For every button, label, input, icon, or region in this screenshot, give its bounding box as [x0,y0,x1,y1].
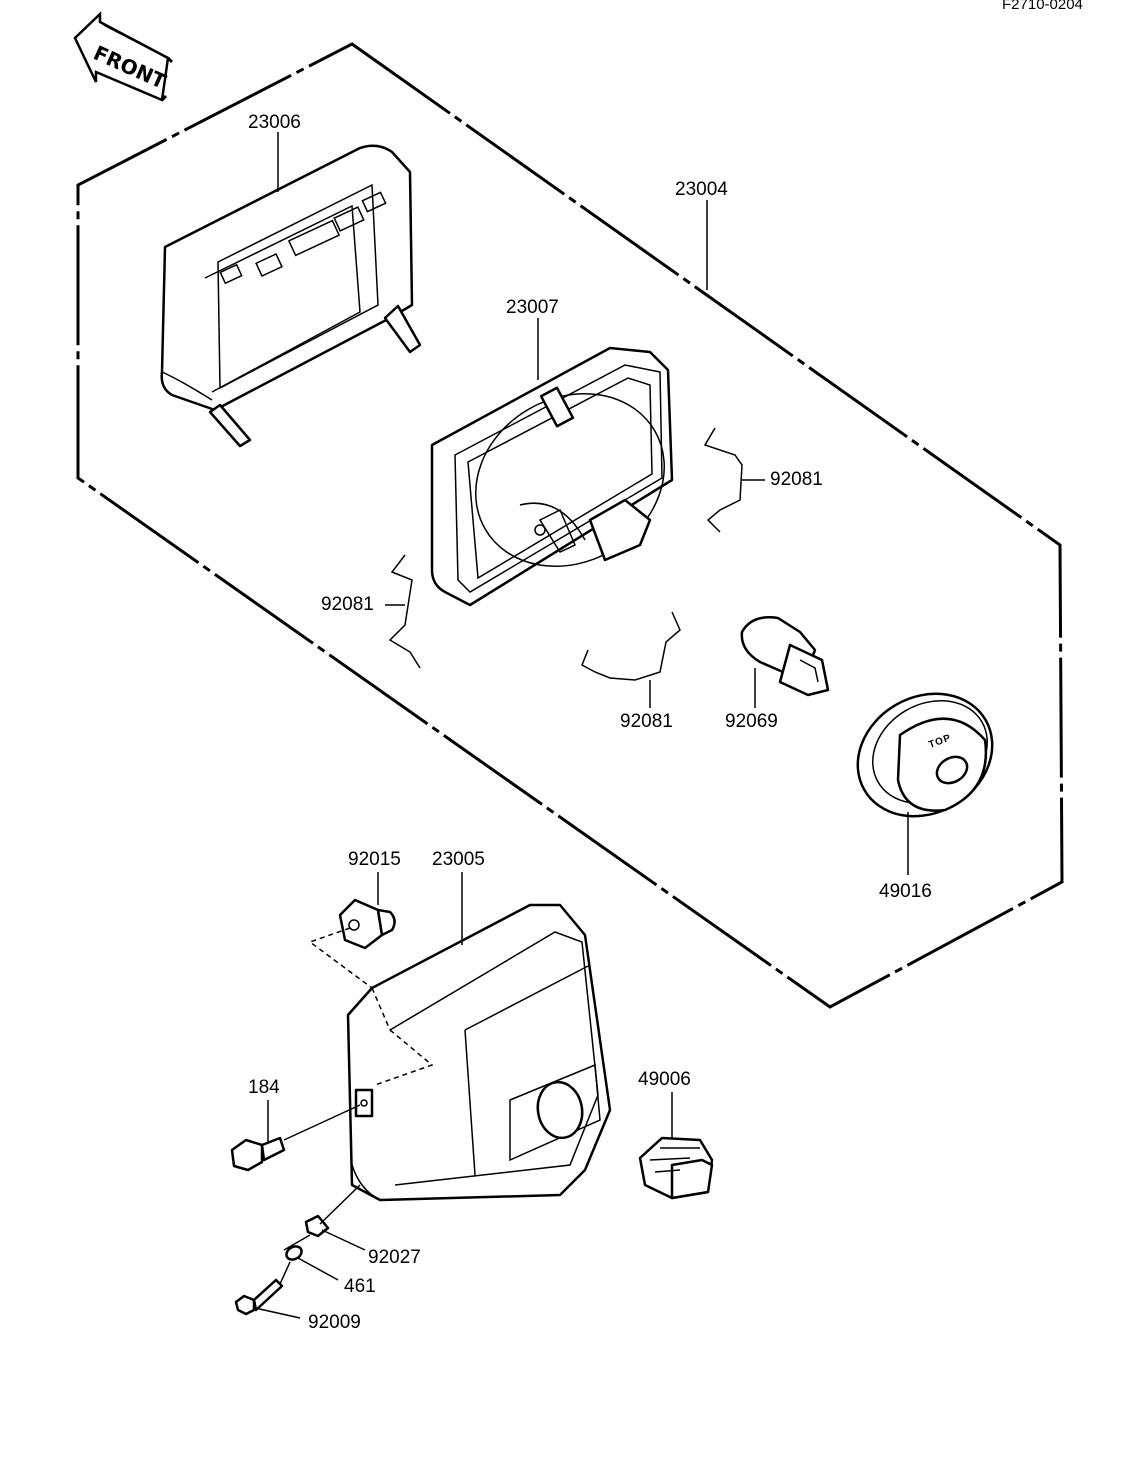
label-23007: 23007 [506,297,559,318]
spring-clip-right [703,427,743,533]
nut-mounting-guide [308,927,434,1086]
grommet [638,1136,714,1200]
spring-clip-left [388,554,421,669]
assembly-boundary [76,42,1064,1009]
label-23005: 23005 [432,849,485,870]
label-49016: 49016 [879,881,932,902]
bulb [740,616,830,697]
leader-lines [254,132,909,1319]
label-92081-bottom: 92081 [620,711,673,732]
label-92081-left: 92081 [321,594,374,615]
dust-cap: TOP [856,692,994,818]
label-92009: 92009 [308,1312,361,1333]
headlight-unit [430,346,674,607]
headlight-case [346,903,612,1202]
bolt [230,1136,286,1172]
label-92015: 92015 [348,849,401,870]
label-92081-right: 92081 [770,469,823,490]
label-92069: 92069 [725,711,778,732]
reference-code: F2710-0204 [1002,0,1083,13]
label-23004: 23004 [675,179,728,200]
label-184: 184 [248,1077,280,1098]
headlight-frame [160,144,422,448]
front-arrow-icon: FRONT [73,11,174,102]
label-92027: 92027 [368,1247,421,1268]
screw [234,1278,284,1316]
nut [338,898,396,950]
label-23006: 23006 [248,112,301,133]
label-49006: 49006 [638,1069,691,1090]
spring-clip-bottom [581,611,681,681]
washer [285,1245,303,1261]
label-461: 461 [344,1276,376,1297]
